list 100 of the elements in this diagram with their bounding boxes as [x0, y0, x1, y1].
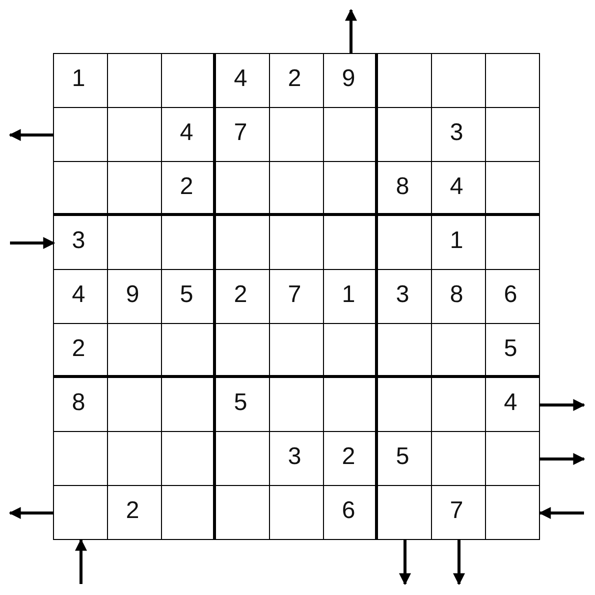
grid-cell [108, 53, 162, 108]
given-digit: 5 [234, 390, 248, 414]
grid-cell [432, 270, 486, 324]
grid-cell [324, 432, 378, 486]
given-digit: 4 [180, 120, 194, 144]
grid-cell [378, 432, 432, 486]
grid-cell [486, 486, 540, 540]
grid-cell [108, 270, 162, 324]
grid-cell [270, 432, 324, 486]
grid-cell [162, 270, 216, 324]
grid-cell [108, 216, 162, 270]
grid-cell [270, 108, 324, 162]
grid-cell [216, 324, 270, 378]
grid-cell [324, 486, 378, 540]
grid-cell [324, 53, 378, 108]
given-digit: 2 [72, 336, 86, 360]
grid-cell [216, 162, 270, 216]
grid-cell [162, 108, 216, 162]
grid-cell [108, 486, 162, 540]
grid-cell [324, 162, 378, 216]
grid-cell [432, 486, 486, 540]
arrow [453, 540, 465, 586]
grid-cell [432, 324, 486, 378]
grid-cell [108, 432, 162, 486]
grid-cell [270, 162, 324, 216]
grid-cell [378, 53, 432, 108]
given-digit: 7 [288, 282, 302, 306]
grid-cell [324, 324, 378, 378]
arrow [75, 538, 87, 584]
grid-cell [53, 324, 108, 378]
given-digit: 8 [72, 390, 86, 414]
grid-cell [324, 216, 378, 270]
grid-cell [53, 108, 108, 162]
grid-cell [108, 324, 162, 378]
arrow [10, 237, 56, 249]
grid-cell [378, 378, 432, 432]
given-digit: 9 [342, 66, 356, 90]
given-digit: 2 [234, 282, 248, 306]
arrow [345, 8, 357, 54]
given-digit: 4 [234, 66, 248, 90]
grid-cell [432, 53, 486, 108]
given-digit: 2 [342, 444, 356, 468]
grid-cell [432, 108, 486, 162]
grid-cell [378, 108, 432, 162]
grid-cell [53, 53, 108, 108]
given-digit: 5 [396, 444, 410, 468]
grid-cell [324, 108, 378, 162]
grid-cell [216, 270, 270, 324]
grid-cell [270, 270, 324, 324]
given-digit: 6 [342, 498, 356, 522]
grid-cell [53, 486, 108, 540]
grid-cell [270, 378, 324, 432]
grid-cell [53, 162, 108, 216]
grid-cell [486, 378, 540, 432]
grid-cell [270, 53, 324, 108]
grid-cell [216, 216, 270, 270]
grid-cell [216, 486, 270, 540]
grid-cell [270, 324, 324, 378]
grid-cell [216, 108, 270, 162]
grid-cell [53, 432, 108, 486]
grid-cell [162, 378, 216, 432]
grid-cell [324, 378, 378, 432]
grid-cell [162, 162, 216, 216]
given-digit: 7 [234, 120, 248, 144]
given-digit: 9 [126, 282, 140, 306]
given-digit: 1 [450, 228, 464, 252]
grid-cell [53, 216, 108, 270]
grid-cell [486, 216, 540, 270]
grid-cell [53, 270, 108, 324]
grid-cell [162, 53, 216, 108]
given-digit: 6 [504, 282, 518, 306]
arrow [8, 507, 54, 519]
given-digit: 1 [342, 282, 356, 306]
given-digit: 4 [72, 282, 86, 306]
grid-cell [378, 270, 432, 324]
given-digit: 3 [288, 444, 302, 468]
given-digit: 5 [504, 336, 518, 360]
grid-cell [378, 486, 432, 540]
grid-cell [216, 432, 270, 486]
grid-cell [162, 216, 216, 270]
grid-cell [486, 324, 540, 378]
grid-cell [486, 108, 540, 162]
arrow [399, 540, 411, 586]
grid-cell [162, 324, 216, 378]
grid-cell [108, 378, 162, 432]
arrow [540, 399, 586, 411]
grid-cell [378, 324, 432, 378]
grid-cell [324, 270, 378, 324]
given-digit: 7 [450, 498, 464, 522]
arrow [8, 129, 54, 141]
given-digit: 2 [288, 66, 302, 90]
given-digit: 3 [72, 228, 86, 252]
arrow [538, 507, 584, 519]
grid-cell [432, 162, 486, 216]
given-digit: 3 [396, 282, 410, 306]
grid-cell [486, 432, 540, 486]
given-digit: 4 [450, 174, 464, 198]
given-digit: 4 [504, 390, 518, 414]
grid-cell [216, 378, 270, 432]
grid-cell [162, 486, 216, 540]
